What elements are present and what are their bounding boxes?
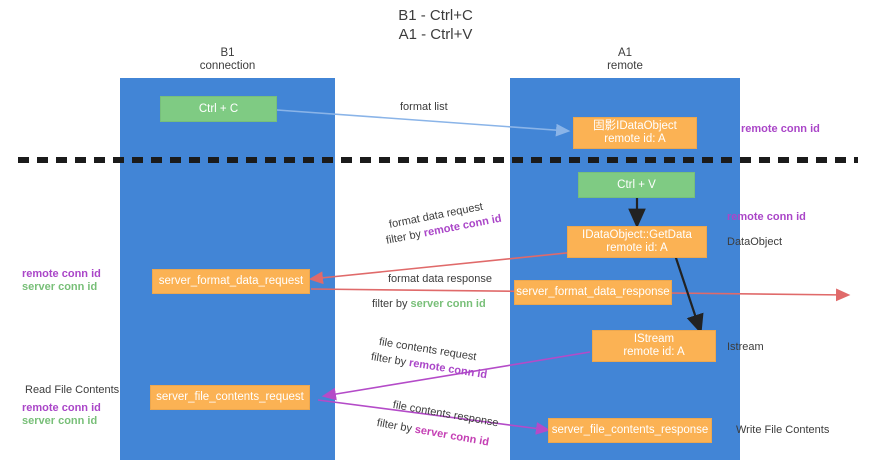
arrow-getdata-to-istream: [673, 254, 704, 335]
right-label-write-file-contents: Write File Contents: [736, 424, 830, 436]
box-idataobject-top[interactable]: 固影IDataObject remote id: A: [573, 117, 697, 149]
box-istream[interactable]: IStream remote id: A: [592, 330, 716, 362]
lane-header-a1: A1 remote: [607, 47, 643, 72]
left-label-remote-conn-id: remote conn id: [22, 268, 101, 280]
arrow-file-contents-response: [317, 399, 551, 435]
box-server-format-data-response[interactable]: server_format_data_response: [514, 280, 672, 305]
label-format-data-response: format data response: [388, 273, 492, 285]
arrow-format-data-request: [308, 251, 577, 285]
lane-header-b1: B1 connection: [199, 47, 256, 72]
box-idataobject-getdata[interactable]: IDataObject::GetData remote id: A: [567, 226, 707, 258]
box-server-file-contents-request[interactable]: server_file_contents_request: [150, 385, 310, 410]
page-title: B1 - Ctrl+C A1 - Ctrl+V: [398, 7, 473, 43]
left-label-remote-conn-id-2: remote conn id: [22, 402, 101, 414]
filter-key-server-conn-id-1: server conn id: [410, 298, 486, 310]
right-label-istream: Istream: [727, 341, 764, 353]
left-label-server-conn-id: server conn id: [22, 281, 98, 293]
arrow-file-contents-request: [321, 351, 591, 401]
right-label-remote-conn-id-mid: remote conn id: [727, 211, 806, 223]
label-format-list: format list: [400, 101, 448, 113]
filter-prefix-2: filter by: [372, 298, 411, 310]
box-ctrl-c[interactable]: Ctrl + C: [160, 96, 277, 122]
left-label-read-file-contents: Read File Contents: [25, 384, 120, 396]
box-server-format-data-request[interactable]: server_format_data_request: [152, 269, 310, 294]
arrow-format-list: [276, 109, 571, 137]
label-format-data-response-filter: filter by server conn id: [372, 298, 486, 312]
box-ctrl-v[interactable]: Ctrl + V: [578, 172, 695, 198]
right-label-remote-conn-id-top: remote conn id: [741, 123, 820, 135]
box-server-file-contents-response[interactable]: server_file_contents_response: [548, 418, 712, 443]
left-label-server-conn-id-2: server conn id: [22, 415, 98, 427]
right-label-data-object: DataObject: [727, 236, 783, 248]
